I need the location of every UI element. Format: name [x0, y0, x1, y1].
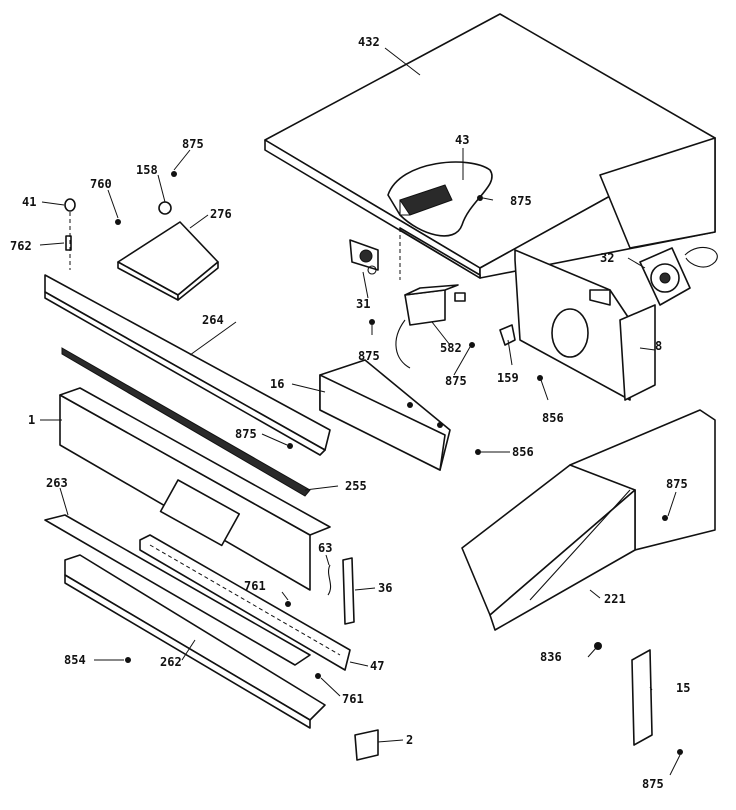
part-labels: 432 43 875 158 760 41 276 875 762 32 31 …	[10, 35, 690, 791]
label-264: 264	[202, 313, 224, 327]
label-262: 262	[160, 655, 182, 669]
part-2-end-cap	[354, 729, 379, 761]
label-47: 47	[370, 659, 384, 673]
label-16: 16	[270, 377, 284, 391]
fasteners	[115, 171, 683, 755]
part-36-bar	[342, 557, 355, 625]
part-264-top-trim	[44, 274, 331, 456]
part-63-spring	[327, 564, 332, 596]
label-1: 1	[28, 413, 35, 427]
label-854: 854	[64, 653, 86, 667]
label-856: 856	[542, 411, 564, 425]
label-760: 760	[90, 177, 112, 191]
label-875: 875	[445, 374, 467, 388]
label-761: 761	[244, 579, 266, 593]
part-762-pin	[65, 235, 72, 251]
part-582-switch	[395, 284, 466, 369]
label-41: 41	[22, 195, 36, 209]
label-63: 63	[318, 541, 332, 555]
label-159: 159	[497, 371, 519, 385]
part-31-relay-bracket	[349, 239, 379, 275]
part-41-cap	[64, 198, 76, 212]
part-159-sensor-clip	[499, 324, 516, 346]
label-875: 875	[666, 477, 688, 491]
part-8-side-bracket	[619, 304, 656, 401]
part-221-base-pan	[461, 409, 716, 631]
label-32: 32	[600, 251, 614, 265]
label-255: 255	[345, 479, 367, 493]
label-31: 31	[356, 297, 370, 311]
cabinet-side-wall	[399, 227, 481, 280]
cabinet-back-panel	[514, 249, 631, 401]
part-47-lower-panel	[139, 534, 351, 671]
label-836: 836	[540, 650, 562, 664]
label-2: 2	[406, 733, 413, 747]
label-875: 875	[182, 137, 204, 151]
part-16-electronic-control	[319, 359, 451, 471]
label-875: 875	[235, 427, 257, 441]
label-36: 36	[378, 581, 392, 595]
label-856: 856	[512, 445, 534, 459]
label-221: 221	[604, 592, 626, 606]
label-875: 875	[358, 349, 380, 363]
part-276-bracket-plate	[117, 221, 219, 301]
label-8: 8	[655, 339, 662, 353]
part-158-knob	[158, 201, 172, 215]
leader-lines	[39, 47, 681, 776]
label-875: 875	[510, 194, 532, 208]
label-762: 762	[10, 239, 32, 253]
part-15-side-strip	[631, 649, 653, 746]
label-263: 263	[46, 476, 68, 490]
part-255-strip	[61, 347, 311, 497]
label-432: 432	[358, 35, 380, 49]
part-32-fan-motor	[639, 246, 718, 306]
label-276: 276	[210, 207, 232, 221]
part-1-control-panel	[59, 387, 331, 591]
part-263-lower-trim	[44, 514, 311, 666]
label-761: 761	[342, 692, 364, 706]
part-43-cover-cutout	[387, 161, 493, 237]
label-158: 158	[136, 163, 158, 177]
label-43: 43	[455, 133, 469, 147]
label-582: 582	[440, 341, 462, 355]
label-15: 15	[676, 681, 690, 695]
part-432-top-cover	[264, 13, 716, 279]
label-875: 875	[642, 777, 664, 791]
